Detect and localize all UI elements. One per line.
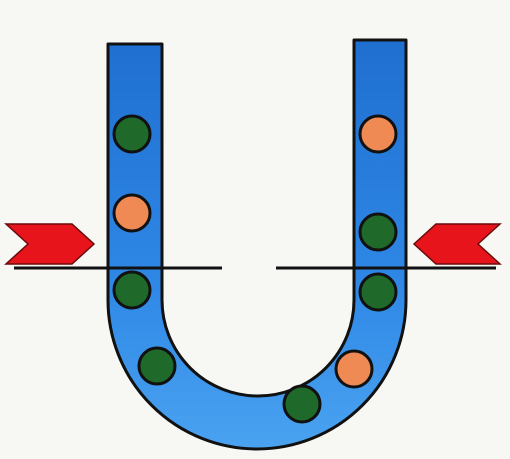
green-ball bbox=[360, 274, 396, 310]
orange-ball bbox=[360, 116, 396, 152]
green-ball bbox=[114, 116, 150, 152]
u-tube bbox=[108, 40, 406, 449]
orange-ball bbox=[114, 195, 150, 231]
green-ball bbox=[284, 386, 320, 422]
left-pointing-chevron-arrow-icon bbox=[414, 224, 500, 264]
green-ball bbox=[139, 348, 175, 384]
orange-ball bbox=[336, 351, 372, 387]
green-ball bbox=[114, 272, 150, 308]
right-pointing-chevron-arrow-icon bbox=[6, 224, 94, 264]
green-ball bbox=[360, 214, 396, 250]
